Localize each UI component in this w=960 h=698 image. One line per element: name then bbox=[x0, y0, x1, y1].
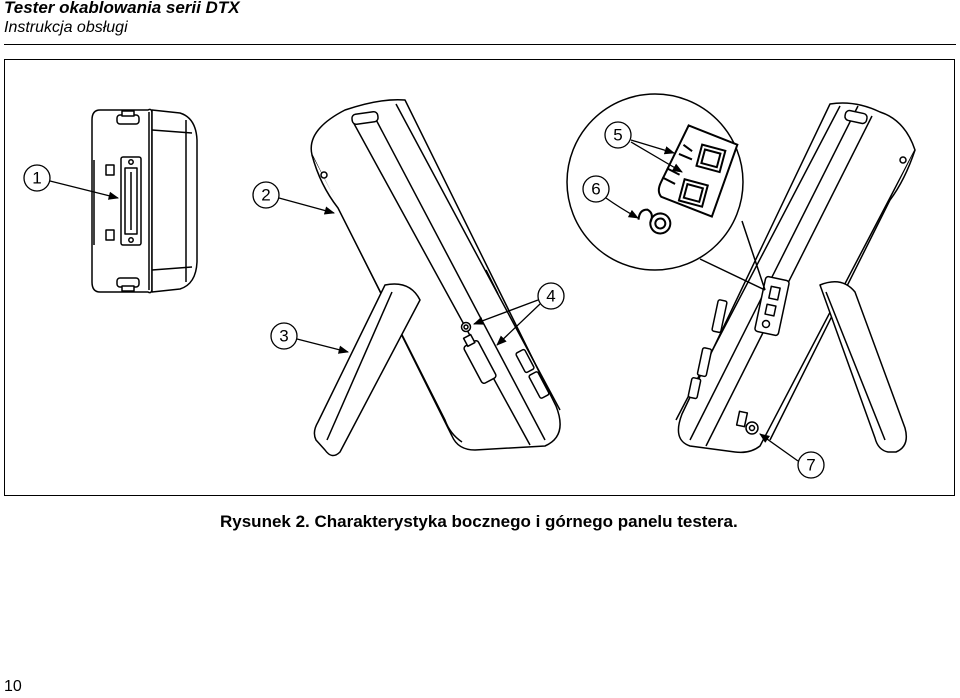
svg-text:7: 7 bbox=[806, 456, 815, 475]
svg-text:1: 1 bbox=[32, 169, 41, 188]
figure-frame bbox=[4, 59, 955, 496]
callout-2: 2 bbox=[252, 181, 336, 215]
svg-text:4: 4 bbox=[546, 287, 555, 306]
tester-left-side bbox=[310, 98, 561, 457]
callout-3: 3 bbox=[270, 322, 350, 354]
tester-right-side bbox=[675, 102, 916, 454]
header-rule bbox=[4, 44, 956, 45]
callout-1: 1 bbox=[23, 164, 120, 200]
callout-6: 6 bbox=[582, 175, 639, 219]
svg-text:5: 5 bbox=[613, 126, 622, 145]
callout-7: 7 bbox=[759, 433, 825, 479]
callout-5: 5 bbox=[604, 121, 683, 173]
callout-4: 4 bbox=[473, 282, 565, 346]
page-number: 10 bbox=[4, 678, 22, 695]
tester-top-view bbox=[91, 108, 198, 294]
svg-text:6: 6 bbox=[591, 180, 600, 199]
figure-caption: Rysunek 2. Charakterystyka bocznego i gó… bbox=[220, 512, 738, 531]
svg-text:2: 2 bbox=[261, 186, 270, 205]
document-title: Tester okablowania serii DTX bbox=[4, 0, 240, 17]
figure-illustration: 1 2 3 4 5 6 7 bbox=[23, 93, 916, 479]
document-subtitle: Instrukcja obsługi bbox=[4, 19, 128, 36]
svg-text:3: 3 bbox=[279, 327, 288, 346]
